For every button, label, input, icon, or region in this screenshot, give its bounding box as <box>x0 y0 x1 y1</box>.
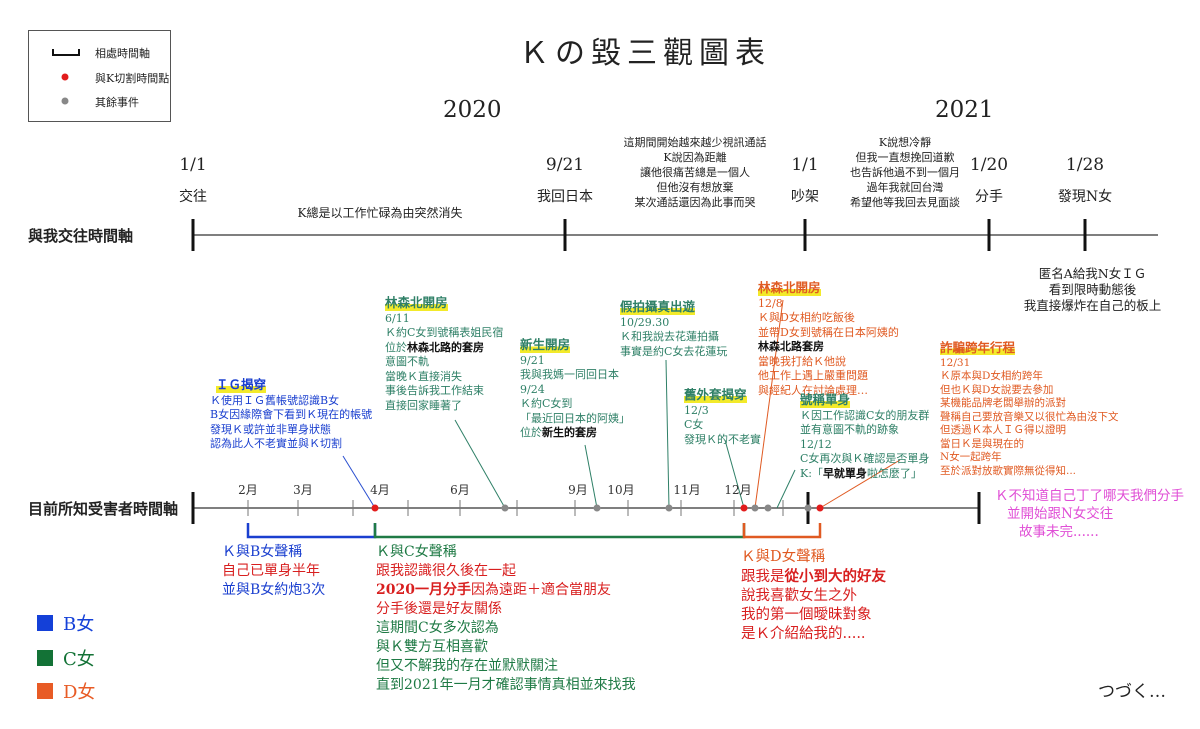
top-date-2: 9/21 <box>545 155 585 175</box>
claim-b: Ｋ與B女聲稱 自己已單身半年 並與B女約炮3次 <box>222 544 326 598</box>
gap-note: K總是以工作忙碌為由突然消失 <box>297 206 463 220</box>
top-date-3: 1/1 <box>791 155 819 175</box>
note-calm: K說想冷靜但我一直想挽回道歉也告訴他過不到一個月過年我就回台灣希望他等我回去見面… <box>850 136 960 209</box>
key-d: D女 <box>37 678 95 704</box>
key-b: B女 <box>37 610 94 636</box>
legend-item-other: 其餘事件 <box>29 94 170 109</box>
year-2021: 2021 <box>935 97 994 123</box>
top-axis-label: 與我交往時間軸 <box>28 227 134 245</box>
month-label: 9月 <box>568 483 588 497</box>
top-event-5: 發現N女 <box>1057 189 1113 205</box>
bracket-line-icon <box>52 49 80 56</box>
page-title: Ｋの毀三觀圖表 <box>519 36 771 71</box>
claim-d: Ｋ與D女聲稱 跟我是從小到大的好友 說我喜歡女生之外 我的第一個曖昧對象 是Ｋ介… <box>741 549 886 642</box>
month-label: 2月 <box>238 483 258 497</box>
month-label: 10月 <box>607 483 635 497</box>
blue-square-icon <box>37 615 53 631</box>
key-c: C女 <box>37 645 95 671</box>
top-date-4: 1/20 <box>969 155 1009 175</box>
event-nye-scam: 詐騙跨年行程 12/31 Ｋ原本與D女相約跨年但也Ｋ與D女說要去參加某機能品牌老… <box>940 340 1119 477</box>
month-label: 4月 <box>370 483 390 497</box>
event-linsen-room-2: 林森北開房 12/8 Ｋ與D女相約吃飯後並帶D女到號稱在日本阿姨的 林森北路套房… <box>758 280 899 397</box>
claim-c: Ｋ與C女聲稱 跟我認識很久後在一起 2020一月分手因為遠距＋適合當朋友 分手後… <box>376 544 636 693</box>
legend: 相處時間軸 與K切割時間點 其餘事件 <box>28 30 171 122</box>
event-jacket-exposed: 舊外套揭穿 12/3 C女發現Ｋ的不老實 <box>684 387 761 446</box>
gray-dot-icon <box>61 97 69 105</box>
to-be-continued: つづく… <box>1098 682 1166 702</box>
month-label: 3月 <box>293 483 313 497</box>
top-event-2: 我回日本 <box>537 189 593 205</box>
event-linsen-room-1: 林森北開房 6/11 Ｋ約C女到號稱表姐民宿 位於林森北路的套房 意圖不軌當晚Ｋ… <box>385 295 504 412</box>
top-event-4: 分手 <box>975 189 1003 205</box>
story-continues-note: Ｋ不知道自己丁了哪天我們分手 並開始跟N女交往 故事未完...... <box>995 488 1184 540</box>
event-shinsei-room: 新生開房 9/21 我與我媽一同回日本 9/24 Ｋ約C女到 「最近回日本的阿姨… <box>520 337 630 439</box>
orange-square-icon <box>37 683 53 699</box>
top-date-5: 1/28 <box>1065 155 1105 175</box>
month-label: 11月 <box>673 483 701 497</box>
red-dot-icon <box>61 73 69 81</box>
legend-item-timeline: 相處時間軸 <box>29 45 170 60</box>
top-date-1: 1/1 <box>179 155 207 175</box>
legend-item-cut: 與K切割時間點 <box>29 70 170 85</box>
month-label: 12月 <box>724 483 752 497</box>
green-square-icon <box>37 650 53 666</box>
year-2020: 2020 <box>443 97 502 123</box>
month-label: 6月 <box>450 483 470 497</box>
top-event-3: 吵架 <box>791 189 819 205</box>
bottom-axis-label: 目前所知受害者時間軸 <box>28 500 179 518</box>
top-event-1: 交往 <box>179 189 207 205</box>
event-fake-shoot: 假拍攝真出遊 10/29.30 Ｋ和我說去花蓮拍攝事實是約C女去花蓮玩 <box>620 299 728 358</box>
